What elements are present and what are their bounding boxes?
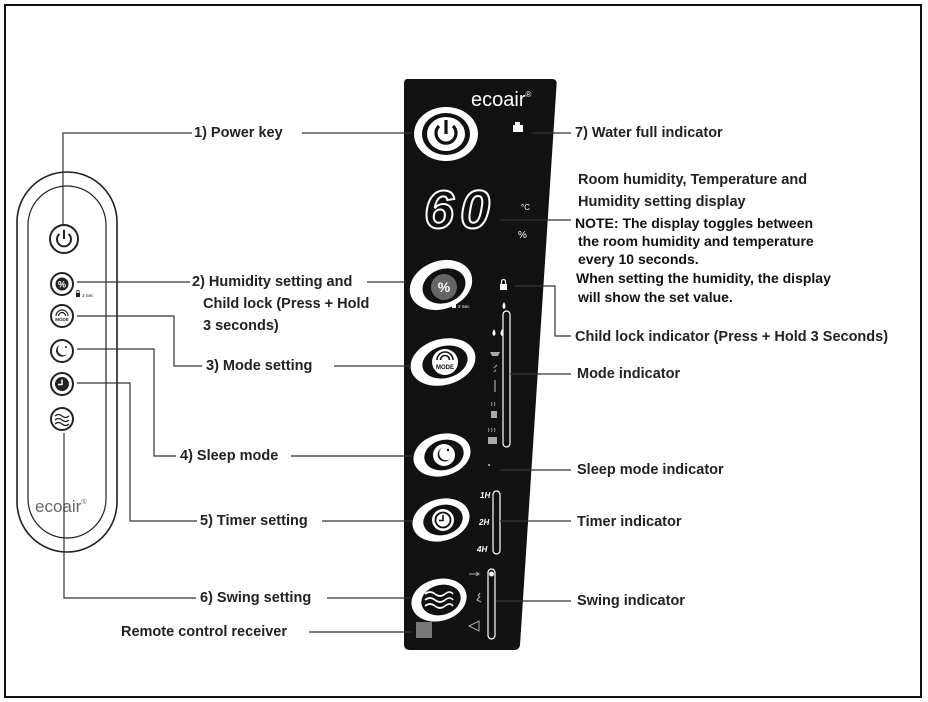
unit-celsius: °C [521,203,530,212]
svg-text:2H: 2H [478,518,489,527]
label-mode-indicator: Mode indicator [577,366,681,382]
label-timer-setting: 5) Timer setting [200,513,308,529]
label-timer-indicator: Timer indicator [577,514,682,530]
percent-icon: % [438,279,451,295]
swing-icon [54,413,70,427]
note-line3: every 10 seconds. [578,251,699,267]
panel-sleep-button[interactable] [409,427,476,483]
panel-timer-button[interactable] [408,492,475,548]
connector-lines [62,132,571,633]
label-child-lock-indicator: Child lock indicator (Press + Hold 3 Sec… [575,329,889,345]
note-line1: NOTE: The display toggles between [575,215,814,231]
panel-power-button[interactable] [414,107,478,161]
remote-mode-button[interactable]: MODE [50,304,74,328]
mode-indicator-bar [502,310,511,448]
humidity-display: 60 °C % [423,179,530,241]
display-digits: 60 [424,180,496,240]
percent-icon: % [58,280,66,290]
svg-text:3 Sec: 3 Sec [82,293,94,298]
panel-swing-button[interactable] [407,572,472,627]
sleep-indicator-icon [483,463,491,472]
remote-brand-logo: ecoair® [35,497,87,516]
lock-icon [500,278,507,290]
panel-brand-logo: ecoair® [471,89,531,111]
note-line2: the room humidity and temperature [578,233,814,249]
label-swing-indicator: Swing indicator [577,593,685,609]
label-sleep-mode-indicator: Sleep mode indicator [577,462,724,478]
svg-text:MODE: MODE [55,317,69,322]
timer-indicator-labels: 1H 2H 4H [476,491,490,554]
remote-control: % 3 Sec MODE ecoair® [16,171,118,553]
label-power-key: 1) Power key [194,125,283,141]
label-swing-setting: 6) Swing setting [200,590,312,606]
remote-receiver-window [416,622,432,638]
remote-timer-button[interactable] [50,372,74,396]
mode-icon [55,309,69,317]
label-humidity-setting-line2: Child lock (Press + Hold [203,296,370,312]
remote-lock-hint: 3 Sec [76,289,94,298]
mode-icon [436,351,454,361]
note-line4: When setting the humidity, the display [576,270,831,286]
panel-mode-button[interactable]: MODE [405,331,481,393]
svg-text:1H: 1H [480,491,490,500]
sleep-icon [437,448,450,462]
sleep-icon [56,345,67,357]
remote-power-button[interactable] [49,224,79,254]
remote-sleep-button[interactable] [50,339,74,363]
mode-indicator-icons [487,352,500,444]
power-icon [56,230,72,248]
control-panel: ecoair® 60 °C % % [403,79,557,650]
unit-percent: % [518,230,527,241]
clock-icon [434,511,452,529]
swing-indicator-bar [487,568,496,640]
label-display-title-line2: Humidity setting display [578,194,746,210]
water-tank-icon [513,122,523,132]
svg-text:4H: 4H [476,545,487,554]
label-mode-setting: 3) Mode setting [206,358,313,374]
label-sleep-mode: 4) Sleep mode [180,448,279,464]
label-humidity-setting-line3: 3 seconds) [203,318,279,334]
label-water-full: 7) Water full indicator [575,125,723,141]
label-display-title-line1: Room humidity, Temperature and [578,172,808,188]
water-drop-icon [492,329,504,336]
swing-indicator-icons [467,571,482,632]
svg-text:3 Sec: 3 Sec [458,304,470,309]
water-drop-icon [502,302,506,309]
note-line5: will show the set value. [578,289,733,305]
label-humidity-setting-line1: 2) Humidity setting and [192,274,353,290]
timer-indicator-bar [492,490,501,555]
swing-icon [424,591,454,609]
label-remote-receiver: Remote control receiver [121,624,288,640]
svg-text:MODE: MODE [436,365,454,371]
remote-swing-button[interactable] [50,407,74,431]
power-icon [434,120,458,145]
lock-icon [452,300,456,308]
panel-humidity-button[interactable]: % 3 Sec [403,252,480,319]
remote-humidity-button[interactable]: % [50,272,74,296]
